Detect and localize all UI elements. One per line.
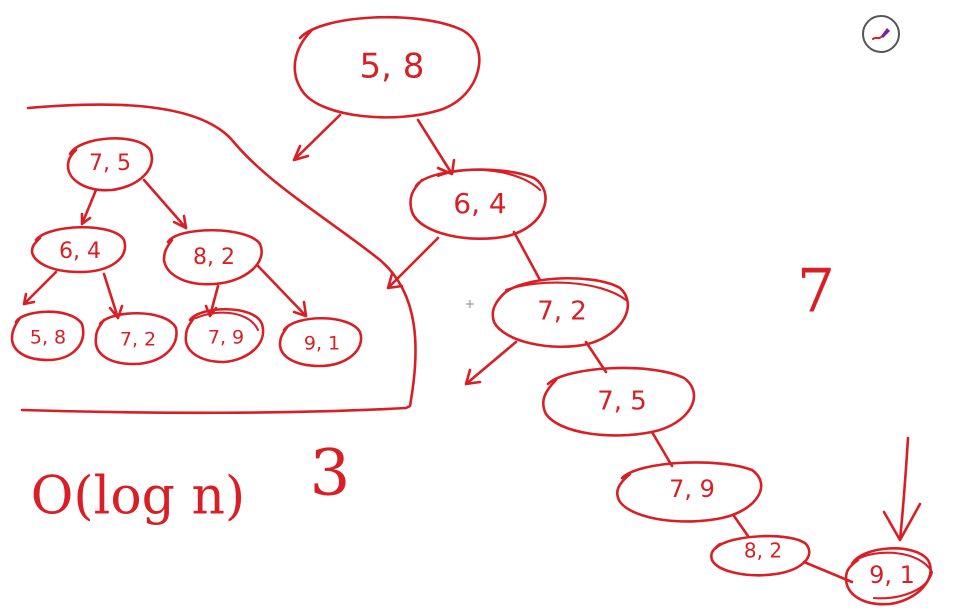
chain-node-label: 8, 2 [744,539,782,563]
tree-leaf-label: 7, 2 [120,329,156,351]
chain-node: 6, 4 [409,168,547,240]
tree-leaf-label: 5, 8 [30,327,66,349]
chain-root-node: 5, 8 [293,15,481,119]
chain-root-right-arrow [416,118,456,176]
tree-level1-label: 8, 2 [193,245,235,270]
complexity-note: O(log n) [31,467,245,527]
chain-root-label: 5, 8 [360,47,425,87]
chain-node: 7, 5 [542,366,696,437]
tree-height-note: 3 [310,437,351,511]
tree-edge-arrow [80,188,98,226]
tree-level1-node: 6, 4 [30,225,127,274]
tree-root-label: 7, 5 [89,151,131,176]
chain-edge [584,340,608,374]
chain-node: 8, 2 [709,534,811,577]
chain-edge [512,230,542,282]
tree-root-node: 7, 5 [66,137,154,192]
tree-edge-arrow [256,264,308,318]
chain-node-label: 7, 9 [669,475,715,503]
chain-edge [650,430,674,468]
tree-leaf-node: 7, 2 [94,311,178,366]
chain-left-arrow [386,236,440,290]
chain-root-left-arrow [292,113,342,162]
tree-edge-arrow [22,270,58,306]
tree-level1-node: 8, 2 [162,228,263,286]
chain-node-label: 7, 5 [597,387,647,417]
cursor-icon [466,300,474,308]
tree-leaf-label: 7, 9 [208,327,244,349]
chain-node: 7, 9 [616,461,763,523]
chain-left-arrow [464,340,518,386]
chain-edge [802,560,854,584]
tree-leaf-node: 9, 1 [278,316,363,368]
chain-node-label: 7, 2 [537,297,587,327]
tree-edge-arrow [102,272,124,320]
search-arrow [882,436,922,542]
tree-leaf-node: 5, 8 [10,310,85,362]
tree-level1-label: 6, 4 [59,239,101,264]
tree-leaf-node: 7, 9 [184,307,265,364]
tree-edge-arrow [142,178,188,230]
chain-edge [732,514,750,538]
chain-target-node: 9, 1 [844,547,934,606]
balanced-region-boundary [20,103,417,415]
pen-icon [872,28,890,40]
chain-target-label: 9, 1 [869,561,915,589]
pen-tool-button[interactable] [862,15,900,53]
chain-node: 7, 2 [491,276,630,348]
chain-height-note: 7 [797,257,835,327]
tree-leaf-label: 9, 1 [304,333,340,355]
chain-node-label: 6, 4 [453,187,506,220]
